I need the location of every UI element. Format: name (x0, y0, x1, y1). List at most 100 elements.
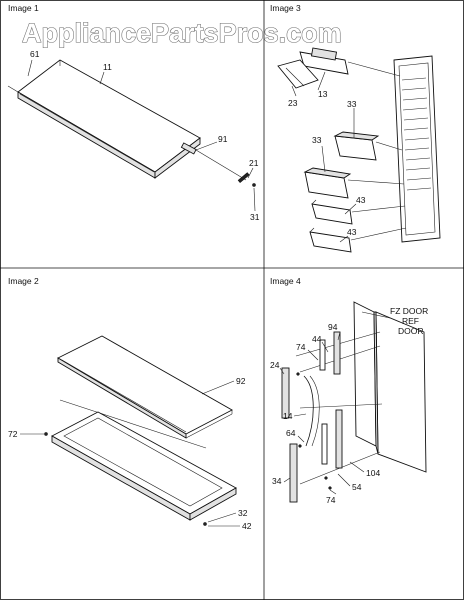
door-liner-inner (398, 62, 436, 236)
leader-92 (201, 380, 235, 395)
frame-screw-part (203, 522, 207, 526)
part-label-11: 11 (103, 62, 112, 72)
refrigerator-door-face (375, 311, 427, 473)
leader-64 (297, 435, 305, 443)
leader-74a (307, 349, 319, 361)
guide-line (59, 399, 207, 449)
lower-trim-left (321, 423, 328, 465)
door-bin-flat-1 (311, 203, 353, 225)
upper-trim-right (333, 331, 341, 375)
part-label-ref: REF (402, 316, 419, 326)
part-label-23: 23 (288, 98, 298, 108)
part-label-33b: 33 (312, 135, 322, 145)
panel-image-1: Image 1 61 11 91 21 31 (7, 3, 260, 222)
leader-24 (279, 367, 285, 375)
part-label-21: 21 (249, 158, 259, 168)
part-label-fz-door: FZ DOOR (390, 306, 428, 316)
part-label-31: 31 (250, 212, 260, 222)
shelf-top-surface (17, 59, 201, 173)
part-label-14: 14 (283, 411, 293, 421)
mount-line-13 (347, 61, 401, 77)
panel-title: Image 3 (270, 3, 301, 13)
mount-line-43a (351, 205, 406, 213)
door-bin-flat-2 (309, 231, 352, 253)
panel-image-4: Image 4 (270, 276, 428, 505)
door-and-bins-drawing (277, 47, 441, 253)
part-label-64: 64 (286, 428, 296, 438)
dairy-cover-line (285, 67, 305, 87)
leader-34 (283, 477, 291, 483)
screw-part (296, 372, 300, 376)
leader-44 (321, 341, 329, 353)
door-liner-ribs (401, 77, 432, 191)
leader-fz-door (361, 311, 391, 319)
part-label-54: 54 (352, 482, 362, 492)
part-label-74a: 74 (296, 342, 306, 352)
part-label-92: 92 (236, 376, 246, 386)
door-bin-upper-rim (333, 131, 380, 141)
shelf-trim-line (19, 93, 155, 173)
leader-32 (207, 512, 237, 523)
frame-pin-part (44, 432, 48, 436)
part-label-94: 94 (328, 322, 338, 332)
shelf-support-bracket (180, 142, 197, 155)
shelf-frame (51, 411, 237, 515)
shelf-frame-inner (63, 417, 223, 507)
part-label-24: 24 (270, 360, 280, 370)
part-label-door: DOOR (398, 326, 424, 336)
leader-31 (253, 187, 256, 212)
panel-title: Image 1 (8, 3, 39, 13)
part-label-104: 104 (366, 468, 380, 478)
dairy-bin-lid (310, 47, 338, 61)
leader-54 (337, 473, 351, 487)
part-label-32: 32 (238, 508, 248, 518)
glass-shelf-frame-drawing (20, 335, 240, 527)
part-label-13: 13 (318, 89, 328, 99)
part-label-43b: 43 (347, 227, 357, 237)
handle-14-edge (309, 375, 320, 447)
panel-image-3: Image 3 (270, 3, 441, 253)
leader-33b (321, 145, 326, 173)
screw-part (252, 183, 256, 187)
leader-94 (337, 331, 341, 341)
panel-image-2: Image 2 92 72 32 42 (8, 276, 252, 531)
leader-14 (293, 413, 307, 417)
part-label-72: 72 (8, 429, 18, 439)
leader-74b (329, 489, 337, 495)
part-label-91: 91 (218, 134, 228, 144)
part-label-61: 61 (30, 49, 40, 59)
leader-43b (339, 235, 349, 243)
leader-21 (247, 167, 254, 179)
mount-line-33a (375, 141, 403, 151)
part-label-74b: 74 (326, 495, 336, 505)
panel-title: Image 2 (8, 276, 39, 286)
lower-trim-right (335, 409, 343, 469)
handle-trim-34 (289, 443, 298, 503)
doors-and-handles-drawing (279, 301, 427, 503)
shelf-frame-side (189, 487, 237, 521)
clip-part (237, 172, 250, 183)
part-label-43a: 43 (356, 195, 366, 205)
part-label-44: 44 (312, 334, 322, 344)
shelf-pin-line (7, 85, 19, 93)
leader-13 (317, 71, 326, 91)
mount-line-43b (350, 227, 407, 241)
dairy-cover (277, 59, 319, 89)
upper-trim-left (319, 339, 326, 371)
leader-61 (27, 59, 33, 77)
leader-104 (349, 461, 365, 473)
panel-title: Image 4 (270, 276, 301, 286)
screw-part (328, 486, 332, 490)
handle-14 (303, 375, 314, 447)
freezer-door-edge (353, 301, 377, 447)
part-label-34: 34 (272, 476, 282, 486)
shelf-assembly-drawing (7, 59, 256, 212)
leader-11 (99, 71, 105, 85)
part-label-33a: 33 (347, 99, 357, 109)
part-label-42: 42 (242, 521, 252, 531)
leader-23 (291, 85, 297, 97)
leader-43a (344, 203, 357, 215)
screw-part (298, 444, 302, 448)
mount-line-33b (347, 179, 405, 185)
